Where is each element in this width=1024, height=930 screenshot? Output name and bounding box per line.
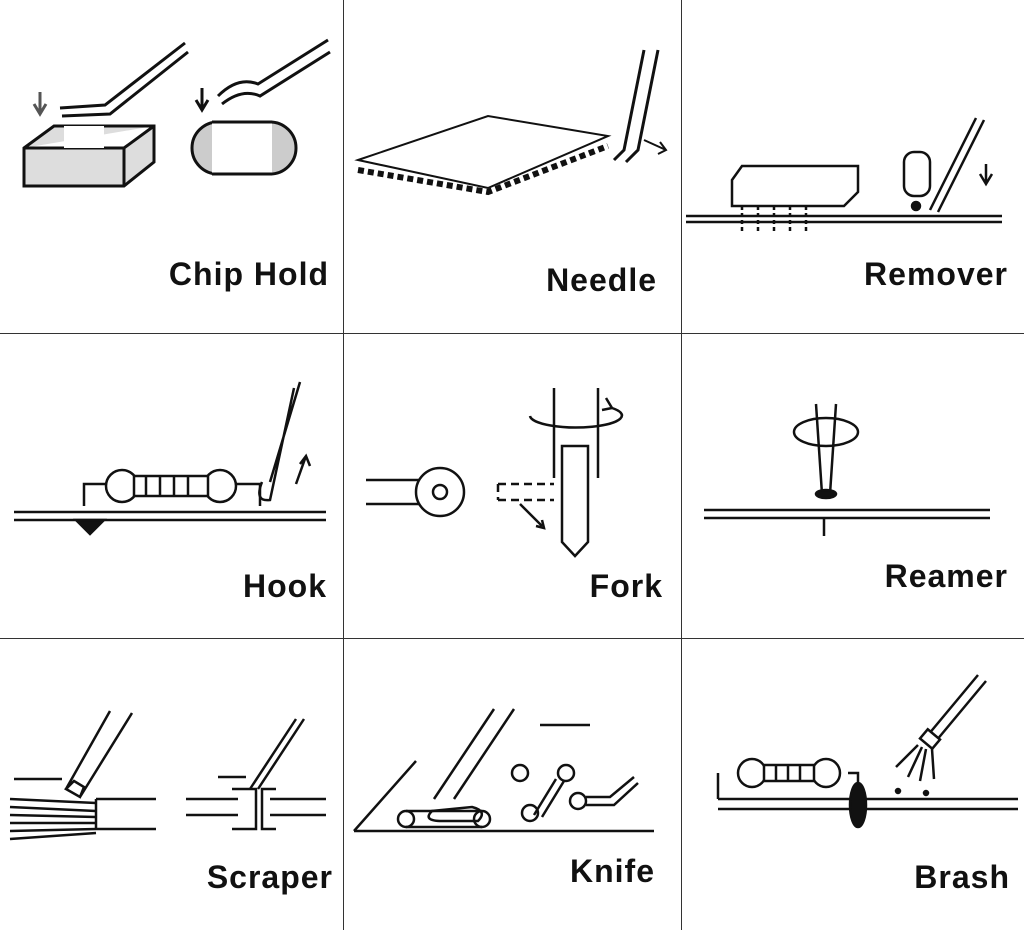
knife-illustration: [344, 639, 681, 930]
tool-label: Brash: [914, 859, 1010, 895]
chip-hold-illustration: [0, 0, 343, 333]
tool-label: Knife: [570, 853, 655, 889]
needle-illustration: [344, 0, 681, 333]
reamer-illustration: [682, 334, 1024, 638]
cell-fork: Fork: [344, 334, 681, 638]
grid-divider: [0, 638, 1024, 639]
tool-label: Chip Hold: [168, 256, 329, 292]
tool-label: Needle: [546, 262, 657, 298]
remover-illustration: [682, 0, 1024, 333]
grid-divider: [343, 0, 344, 930]
tool-label: Scraper: [206, 859, 333, 895]
cell-chip-hold: Chip Hold: [0, 0, 343, 333]
hook-illustration: [0, 334, 343, 638]
cell-scraper: Scraper: [0, 639, 343, 930]
cell-knife: Knife: [344, 639, 681, 930]
tool-label: Hook: [243, 568, 327, 604]
grid-divider: [0, 333, 1024, 334]
cell-remover: Remover: [682, 0, 1024, 333]
cell-brash: Brash: [682, 639, 1024, 930]
tool-label: Reamer: [884, 558, 1008, 594]
brash-illustration: [682, 639, 1024, 930]
scraper-illustration: [0, 639, 343, 930]
cell-reamer: Reamer: [682, 334, 1024, 638]
tool-label: Fork: [589, 568, 663, 604]
grid-divider: [681, 0, 682, 930]
cell-needle: Needle: [344, 0, 681, 333]
cell-hook: Hook: [0, 334, 343, 638]
fork-illustration: [344, 334, 681, 638]
tool-label: Remover: [864, 256, 1008, 292]
